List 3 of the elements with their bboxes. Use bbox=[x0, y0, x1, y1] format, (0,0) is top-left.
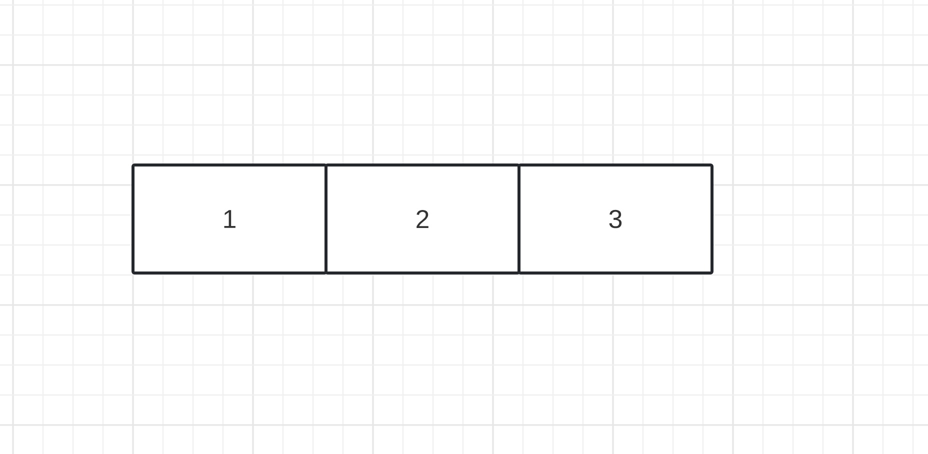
number-box: 2 bbox=[324, 164, 520, 274]
number-box: 1 bbox=[132, 164, 328, 274]
number-box: 3 bbox=[518, 164, 714, 274]
